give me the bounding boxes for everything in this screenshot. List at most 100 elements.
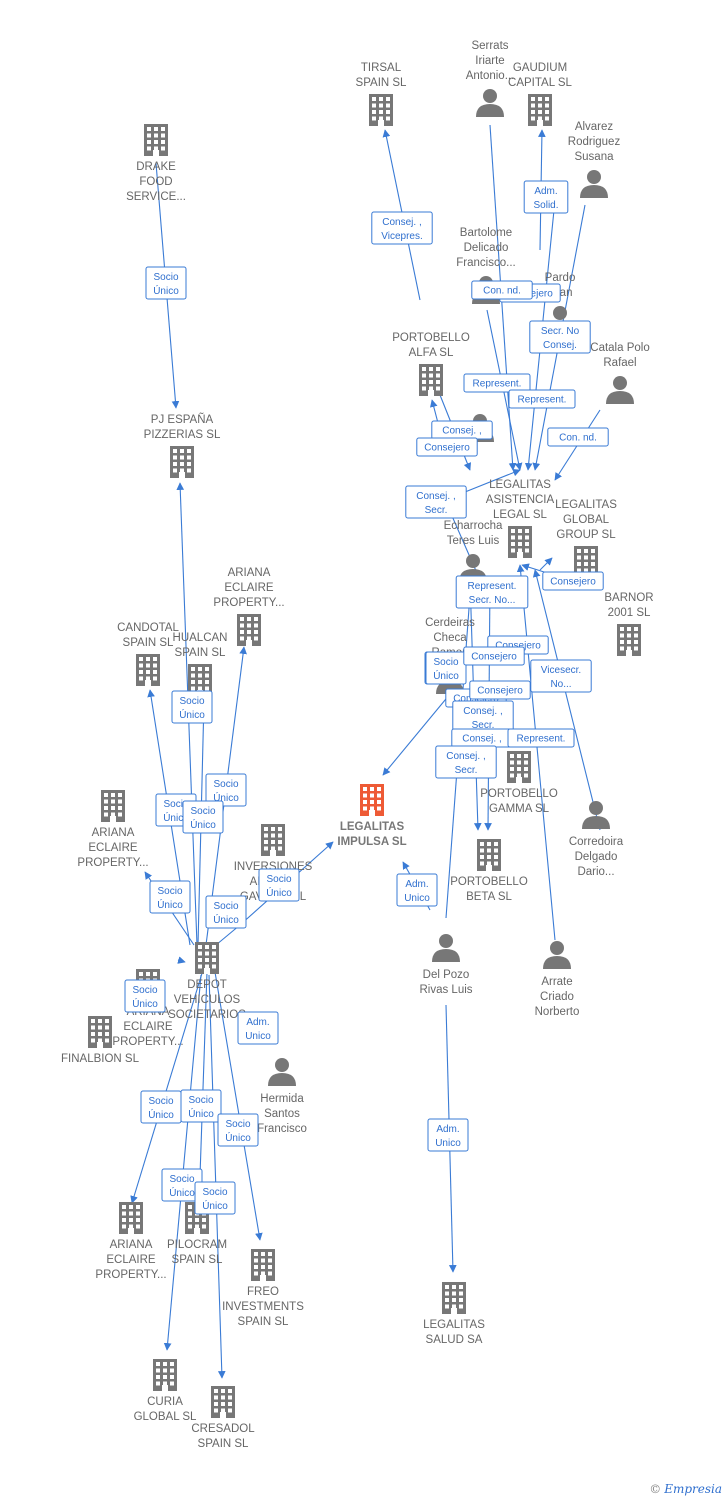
relationship-tag[interactable]: Represent. — [507, 728, 575, 748]
building-window — [161, 140, 165, 144]
tag-label: Adm. — [405, 879, 428, 890]
relationship-tag[interactable]: Adm.Unico — [396, 873, 438, 907]
relationship-tag[interactable]: Consej. , — [431, 420, 493, 440]
relationship-tag[interactable]: Consej. , — [451, 728, 513, 748]
node-label: Del Pozo — [423, 969, 470, 981]
building-window — [372, 110, 376, 114]
building-door — [270, 850, 276, 856]
relationship-tag[interactable]: Consej. ,Secr. — [405, 485, 467, 519]
relationship-tag[interactable]: Consejero — [416, 437, 478, 457]
relationship-tag[interactable]: Consejero — [542, 571, 604, 591]
relationship-tag[interactable]: Con. nd. — [547, 427, 609, 447]
building-door — [516, 777, 522, 783]
node-label: CURIA — [147, 1396, 183, 1408]
relationship-tag[interactable]: Consej. ,Secr. — [435, 745, 497, 779]
node-finalbion[interactable]: FINALBION SL — [61, 1016, 140, 1065]
building-door — [128, 1228, 134, 1234]
node-corredoira[interactable]: CorredoiraDelgadoDario... — [569, 801, 624, 878]
node-drake[interactable]: DRAKEFOODSERVICE... — [126, 124, 186, 203]
person-body — [606, 391, 634, 404]
building-window — [187, 462, 191, 466]
node-ariana4[interactable]: ARIANAECLAIREPROPERTY... — [95, 1202, 167, 1281]
node-label: PORTOBELLO — [480, 788, 558, 800]
building-window — [118, 812, 122, 817]
person-head — [466, 554, 480, 568]
building-window — [577, 562, 581, 566]
node-label: Francisco — [257, 1123, 307, 1135]
building-door — [97, 1042, 103, 1048]
building-window — [436, 373, 440, 378]
building-window — [584, 555, 588, 560]
building-icon — [211, 1386, 235, 1418]
node-label: LEGALITAS — [423, 1319, 485, 1331]
relationship-tag[interactable]: Represent.Secr. No... — [455, 575, 529, 609]
relationship-tag[interactable]: Represent. — [508, 389, 576, 409]
node-label: DRAKE — [136, 161, 176, 173]
node-label: CAPITAL SL — [508, 77, 573, 89]
building-window — [511, 542, 515, 546]
relationship-tag[interactable]: Con. nd. — [471, 280, 533, 300]
relationship-tag[interactable]: Adm.Solid. — [523, 180, 569, 214]
relationship-tag[interactable]: Vicesecr.No... — [530, 659, 592, 693]
tag-label: Consej. , — [442, 426, 481, 437]
node-label: GLOBAL — [563, 514, 610, 526]
building-window — [591, 549, 595, 553]
building-window — [480, 848, 484, 853]
relationship-tag[interactable]: Consejero — [469, 680, 531, 700]
relationship-tag[interactable]: Adm.Unico — [237, 1011, 279, 1045]
brand-footer[interactable]: ©Empresia — [649, 1482, 722, 1496]
relationship-tag[interactable]: Represent. — [463, 373, 531, 393]
building-window — [379, 116, 383, 121]
relationship-tag[interactable]: Consejero — [463, 646, 525, 666]
tag-label: Consejero — [471, 652, 517, 663]
relationship-tag[interactable]: Consej. ,Secr. — [452, 700, 514, 734]
node-ariana2[interactable]: ARIANAECLAIREPROPERTY... — [77, 790, 149, 869]
building-window — [538, 110, 542, 114]
relationship-tag[interactable]: Consej. ,Vicepres. — [371, 211, 433, 245]
node-ariana1[interactable]: ARIANAECLAIREPROPERTY... — [213, 567, 285, 646]
building-window — [531, 116, 535, 121]
node-serrats[interactable]: SerratsIriarteAntonio... — [466, 40, 515, 117]
person-body — [580, 185, 608, 198]
tag-box — [547, 427, 609, 447]
relationship-tag[interactable]: Adm.Unico — [427, 1118, 469, 1152]
tag-label: Consejero — [477, 686, 523, 697]
